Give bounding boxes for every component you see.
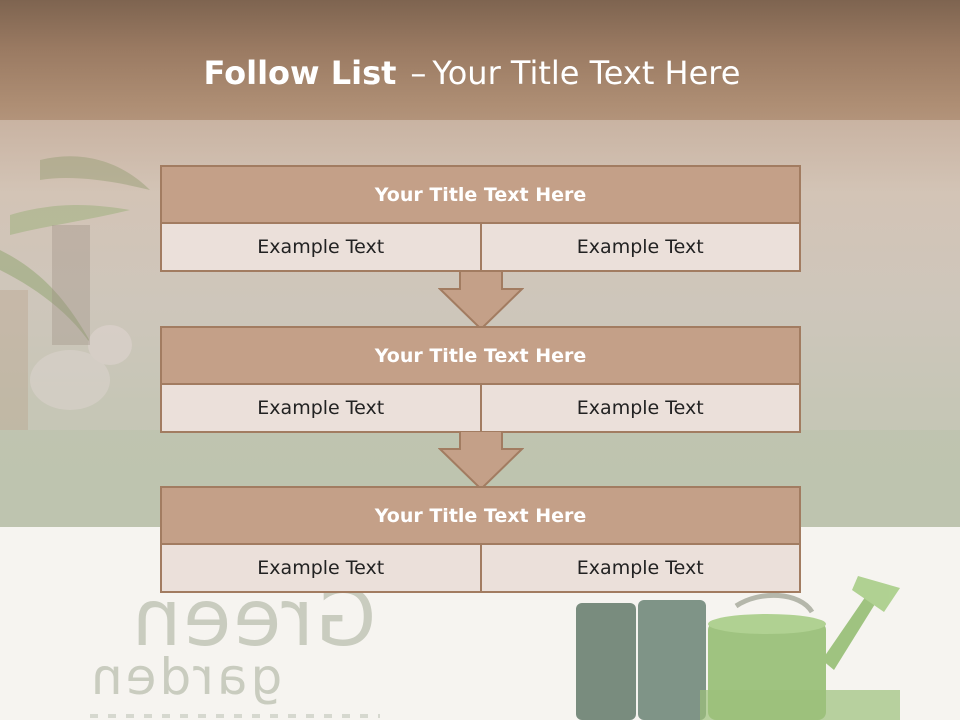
down-arrow-icon	[438, 271, 524, 331]
follow-block-3: Your Title Text Here Example Text Exampl…	[160, 486, 801, 593]
brand-word-garden: garden	[88, 648, 283, 706]
block-cell-left: Example Text	[257, 557, 385, 579]
block-row: Example Text Example Text	[162, 224, 799, 270]
header-band	[0, 0, 960, 140]
block-title: Your Title Text Here	[162, 328, 799, 385]
block-cell-left: Example Text	[257, 236, 385, 258]
block-cell-right: Example Text	[479, 385, 800, 431]
block-cell-left: Example Text	[257, 397, 385, 419]
rubber-boot-icon	[576, 600, 706, 720]
block-title: Your Title Text Here	[162, 488, 799, 545]
block-title: Your Title Text Here	[162, 167, 799, 224]
follow-block-1: Your Title Text Here Example Text Exampl…	[160, 165, 801, 272]
title-bold-part: Follow List	[203, 54, 397, 92]
block-cell-right: Example Text	[479, 224, 800, 270]
fence-board	[0, 290, 28, 430]
wooden-post	[52, 225, 90, 345]
block-row: Example Text Example Text	[162, 385, 799, 431]
block-cell-right: Example Text	[479, 545, 800, 591]
follow-block-2: Your Title Text Here Example Text Exampl…	[160, 326, 801, 433]
title-dash: –	[410, 54, 427, 92]
slide-title: Follow List–Your Title Text Here	[0, 54, 944, 92]
block-row: Example Text Example Text	[162, 545, 799, 591]
grass-tuft	[700, 690, 900, 720]
title-rest: Your Title Text Here	[432, 54, 741, 92]
plant-leaf-icon	[0, 156, 150, 410]
down-arrow-icon	[438, 431, 524, 491]
